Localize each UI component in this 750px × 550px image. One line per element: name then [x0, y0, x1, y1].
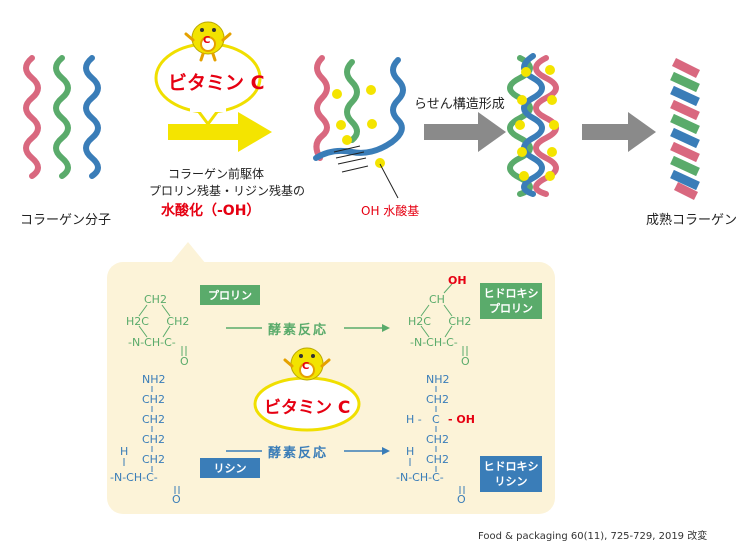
lys-ch2-4: CH2 [142, 453, 165, 466]
collagen-strand-pink [23, 55, 41, 179]
gray-arrow-1 [424, 112, 506, 152]
hyl-c-row-h: H - [406, 413, 422, 426]
tag-lysine: リシン [200, 458, 260, 478]
enzyme-arrow-green [226, 324, 390, 332]
mascot-mid-letter: C [302, 361, 310, 372]
lysine-chain-bonds [123, 386, 180, 494]
collagen-strand-blue [83, 55, 101, 179]
lys-ch2-3: CH2 [142, 433, 165, 446]
oh-group-dots-middle [332, 85, 385, 168]
hyl-c: C [432, 413, 440, 426]
hyp-o: O [461, 355, 470, 368]
proline-ring-bonds [138, 304, 187, 356]
mascot-top-letter: C [203, 35, 211, 46]
tag-hydroxylysine: ヒドロキシ リシン [480, 456, 542, 492]
hyl-backbone: -N-CH-C- [396, 471, 444, 484]
hydroxyproline-ring-bonds [420, 283, 468, 356]
precursor-label-line2: プロリン残基・リジン残基の [149, 184, 306, 198]
collagen-molecule-label: コラーゲン分子 [20, 213, 112, 228]
tag-proline: プロリン [200, 285, 260, 305]
enzyme-reaction-label-2: 酵素反応 [268, 446, 329, 461]
lys-o: O [172, 493, 181, 506]
precursor-strand-pink [313, 55, 330, 161]
proline-o: O [180, 355, 189, 368]
enzyme-reaction-label-1: 酵素反応 [268, 323, 329, 338]
yellow-arrow [168, 112, 272, 152]
panel-pointer [170, 242, 206, 264]
hydroxylysine-chain-bonds [409, 386, 465, 494]
hyp-oh: OH [448, 274, 467, 287]
vitamin-c-mascot-top [184, 21, 232, 62]
oh-group-pointer [379, 163, 399, 199]
precursor-strand-green [344, 59, 360, 143]
hyl-ch2-3: CH2 [426, 453, 449, 466]
lys-ch2-2: CH2 [142, 413, 165, 426]
hyl-o: O [457, 493, 466, 506]
gray-arrow-2 [582, 112, 656, 152]
citation: Food & packaging 60(11), 725-729, 2019 改… [478, 531, 708, 542]
proline-backbone: -N-CH-C- [128, 336, 176, 349]
vitamin-c-top-label: ビタミン C [168, 72, 265, 94]
lys-nh2: NH2 [142, 373, 166, 386]
hyl-oh: - OH [448, 413, 475, 426]
hydroxylation-label: 水酸化（-OH） [161, 203, 261, 219]
lys-h: H [120, 445, 129, 458]
oh-group-label: OH 水酸基 [361, 204, 420, 218]
lys-backbone: -N-CH-C- [110, 471, 158, 484]
helix-formation-label: らせん構造形成 [414, 97, 505, 112]
precursor-label-line1: コラーゲン前駆体 [168, 167, 265, 181]
hyp-ch: CH [429, 293, 445, 306]
hyl-h: H [406, 445, 415, 458]
enzyme-arrow-blue [226, 447, 390, 455]
collagen-strand-green [53, 55, 71, 179]
precursor-strand-blue [313, 57, 406, 161]
hyl-ch2-1: CH2 [426, 393, 449, 406]
hyp-backbone: -N-CH-C- [410, 336, 458, 349]
vitamin-c-mascot-mid [283, 347, 331, 381]
tag-hydroxyproline: ヒドロキシ プロリン [480, 283, 542, 319]
hyl-ch2-2: CH2 [426, 433, 449, 446]
hyl-nh2: NH2 [426, 373, 450, 386]
vitamin-c-mid-label: ビタミン C [264, 398, 351, 418]
lys-ch2-1: CH2 [142, 393, 165, 406]
mature-collagen-helix [670, 57, 701, 201]
oh-group-dots-helix [515, 65, 559, 181]
mature-collagen-label: 成熟コラーゲン [646, 213, 738, 228]
hydrogen-bond-lines [333, 145, 369, 173]
hyp-ring: H2C CH2 [408, 315, 472, 328]
proline-ch2-top: CH2 [144, 293, 167, 306]
proline-ring: H2C CH2 [126, 315, 190, 328]
